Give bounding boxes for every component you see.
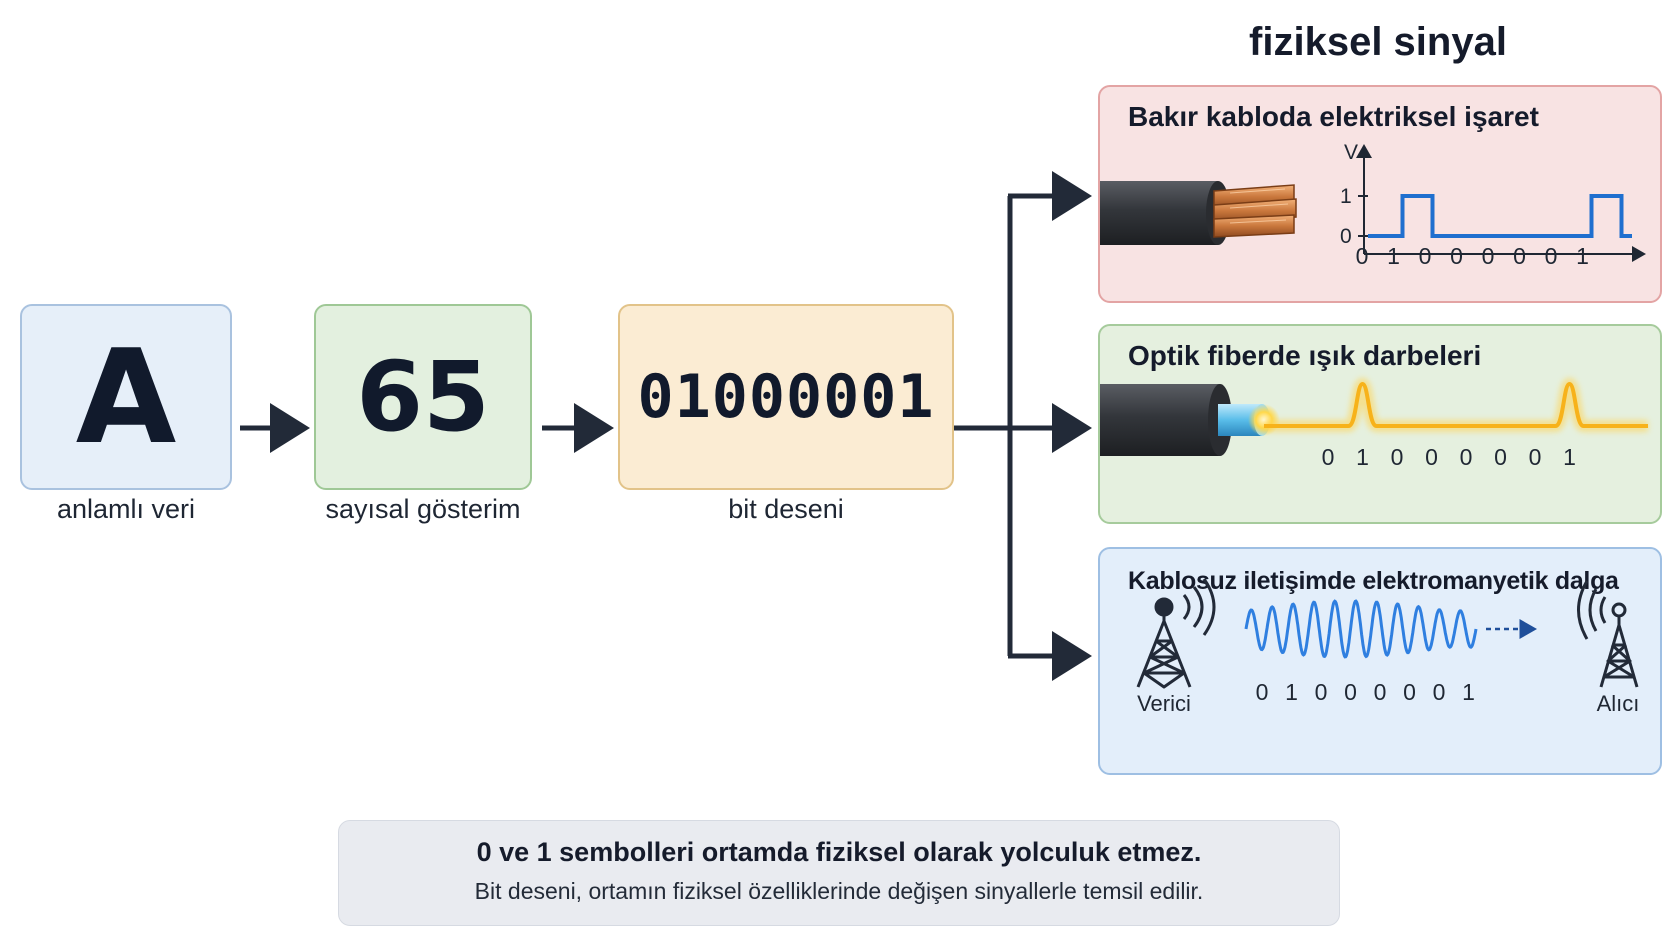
bit-label: 0 xyxy=(1344,679,1357,705)
bit-label: 0 xyxy=(1255,679,1269,705)
fiber-light-pulse-line xyxy=(1264,381,1648,428)
transmitter-label: Verici xyxy=(1137,691,1191,716)
letter-value: A xyxy=(75,321,177,473)
copper-cable-icon xyxy=(1100,181,1297,245)
bit-label: 0 xyxy=(1418,243,1432,269)
copper-card-title: Bakır kabloda elektriksel işaret xyxy=(1128,101,1539,132)
numeric-value: 65 xyxy=(356,341,490,453)
bit-label: 0 xyxy=(1321,444,1335,470)
bit-label: 1 xyxy=(1576,243,1589,269)
level-low-label: 0 xyxy=(1340,225,1352,248)
bit-label: 1 xyxy=(1563,444,1576,470)
diagram-title: fiziksel sinyal xyxy=(1249,20,1507,64)
wireless-illustration xyxy=(1136,578,1639,689)
fiber-cable-icon xyxy=(1100,377,1648,456)
transmitter-tower-icon xyxy=(1136,578,1216,689)
bit-label: 0 xyxy=(1355,243,1369,269)
bit-label: 0 xyxy=(1544,243,1558,269)
bit-label: 1 xyxy=(1285,679,1298,705)
electromagnetic-wave-line xyxy=(1244,599,1478,659)
receiver-label: Alıcı xyxy=(1596,691,1640,716)
bit-label: 0 xyxy=(1528,444,1542,470)
receiver-tower-icon xyxy=(1577,580,1639,688)
numeric-representation-box: 65 xyxy=(314,304,532,490)
bit-label: 0 xyxy=(1390,444,1404,470)
note-box: 0 ve 1 sembolleri ortamda fiziksel olara… xyxy=(338,820,1340,926)
bit-label: 0 xyxy=(1459,444,1473,470)
meaningful-data-label: anlamlı veri xyxy=(56,494,196,524)
wireless-card: Kablosuz iletişimde elektromanyetik dalg… xyxy=(1098,547,1662,775)
bit-label: 1 xyxy=(1356,444,1369,470)
bit-label: 0 xyxy=(1425,444,1438,470)
fiber-card-title: Optik fiberde ışık darbeleri xyxy=(1128,340,1482,371)
bit-label: 0 xyxy=(1481,243,1495,269)
copper-card: Bakır kabloda elektriksel işaret xyxy=(1098,85,1662,303)
bit-label: 0 xyxy=(1314,679,1328,705)
copper-signal-line xyxy=(1368,194,1632,238)
bit-label: 0 xyxy=(1494,444,1507,470)
note-title: 0 ve 1 sembolleri ortamda fiziksel olara… xyxy=(476,837,1202,867)
bit-label: 0 xyxy=(1432,679,1446,705)
numeric-representation-label: sayısal gösterim xyxy=(325,494,521,524)
voltage-axis-label: V xyxy=(1344,141,1359,164)
bit-pattern-label: bit deseni xyxy=(728,494,844,524)
bit-label: 0 xyxy=(1450,243,1463,269)
bit-label: 0 xyxy=(1513,243,1526,269)
bit-label: 0 xyxy=(1403,679,1416,705)
copper-voltage-chart xyxy=(1356,144,1646,262)
level-high-label: 1 xyxy=(1340,185,1352,208)
bit-pattern-value: 01000001 xyxy=(637,362,935,432)
note-subtitle: Bit deseni, ortamın fiziksel özellikleri… xyxy=(474,878,1204,904)
bit-label: 1 xyxy=(1387,243,1400,269)
bit-label: 1 xyxy=(1462,679,1475,705)
bit-pattern-box: 01000001 xyxy=(618,304,954,490)
bit-label: 0 xyxy=(1373,679,1387,705)
meaningful-data-box: A xyxy=(20,304,232,490)
